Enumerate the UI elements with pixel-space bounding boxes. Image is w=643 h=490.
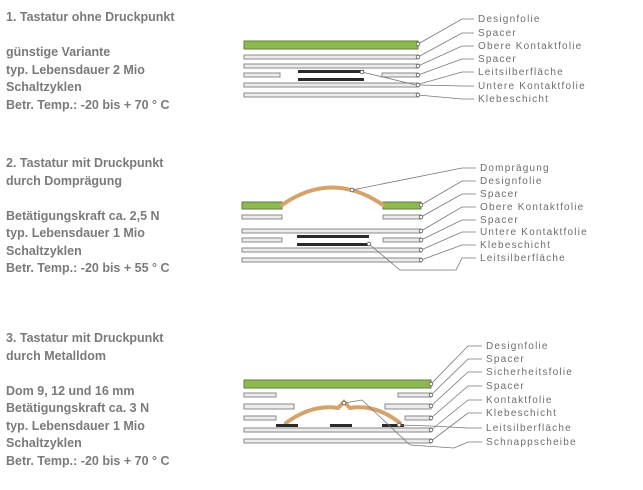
section-2-desc-line: Betätigungskraft ca. 2,5 N [6, 208, 160, 223]
spacer-left-layer [241, 214, 283, 220]
adhesive-layer [243, 438, 432, 444]
safety-foil-left [243, 403, 295, 410]
silver-top [297, 235, 369, 238]
adhesive-layer [243, 92, 419, 98]
upper-contact-foil-layer [241, 228, 422, 234]
spacer-layer [243, 54, 419, 60]
label-klebeschicht: Klebeschicht [480, 240, 551, 251]
label-schnappscheibe: Schnappscheibe [486, 437, 577, 448]
label-obere-kontaktfolie: Obere Kontaktfolie [480, 202, 584, 213]
section-3-desc-line: Betätigungskraft ca. 3 N [6, 401, 150, 415]
section-1-desc-line: Schaltzyklen [6, 80, 82, 94]
upper-contact-foil-layer [243, 63, 419, 69]
silver-bottom [298, 78, 364, 81]
silver-left [276, 424, 298, 427]
label-sicherheitsfolie: Sicherheitsfolie [486, 367, 573, 378]
label-spacer: Spacer [478, 54, 517, 65]
spacer-left-layer [243, 72, 281, 78]
contact-foil-layer [243, 427, 432, 433]
section-3-title: 3. Tastatur mit Druckpunkt [6, 331, 164, 345]
label-dompraegung: Domprägung [480, 163, 550, 174]
safety-foil-right [384, 403, 432, 410]
section-3-desc-line: typ. Lebensdauer 1 Mio [6, 418, 145, 433]
design-foil-layer [243, 40, 419, 50]
section-2-desc-line: Betr. Temp.: -20 bis + 55 ° C [6, 261, 170, 275]
silver-right [382, 424, 404, 427]
section-1-desc-line: typ. Lebensdauer 2 Mio [6, 62, 145, 77]
label-spacer: Spacer [480, 215, 519, 226]
spacer-left-2-layer [241, 237, 283, 243]
label-untere-kontaktfolie: Untere Kontaktfolie [478, 81, 586, 92]
diagram-1: Designfolie Spacer Obere Kontaktfolie Sp… [243, 14, 586, 105]
section-1-desc-line: günstige Variante [6, 45, 111, 59]
label-leitsilberflaeche: Leitsilberfläche [478, 67, 564, 78]
diagram-2: Domprägung Designfolie Spacer Obere Kont… [241, 163, 588, 271]
dome-embossing [280, 185, 385, 207]
label-leitsilberflaeche: Leitsilberfläche [486, 423, 572, 434]
section-3-title: durch Metalldom [6, 348, 107, 363]
label-designfolie: Designfolie [486, 341, 549, 352]
label-leitsilberflaeche: Leitsilberfläche [480, 253, 566, 264]
spacer-right-2-layer [404, 415, 432, 421]
section-2-desc-line: Schaltzyklen [6, 243, 82, 258]
spacer-left-2-layer [243, 415, 277, 421]
section-3-text: 3. Tastatur mit Druckpunkt durch Metalld… [6, 330, 170, 470]
spacer-right-layer [397, 392, 432, 398]
label-klebeschicht: Klebeschicht [486, 408, 557, 419]
lower-contact-foil-layer [243, 82, 419, 88]
label-spacer: Spacer [486, 354, 525, 365]
label-untere-kontaktfolie: Untere Kontaktfolie [480, 227, 588, 238]
silver-center [330, 424, 352, 427]
silver-bottom [297, 243, 369, 246]
spacer-left-layer [243, 392, 277, 398]
label-designfolie: Designfolie [480, 176, 543, 187]
label-spacer: Spacer [486, 381, 525, 392]
section-1-title: 1. Tastatur ohne Druckpunkt [6, 10, 175, 24]
section-3-desc-line: Betr. Temp.: -20 bis + 70 ° C [6, 453, 170, 468]
section-2-text: 2. Tastatur mit Druckpunkt durch Dompräg… [6, 155, 170, 278]
section-1-desc-line: Betr. Temp.: -20 bis + 70 ° C [6, 97, 170, 112]
section-2-desc-line: typ. Lebensdauer 1 Mio [6, 226, 145, 240]
label-spacer: Spacer [478, 28, 517, 39]
spacer-right-2-layer [382, 237, 422, 243]
section-1-text: 1. Tastatur ohne Druckpunkt günstige Var… [6, 9, 175, 114]
label-spacer: Spacer [480, 189, 519, 200]
section-2-title: 2. Tastatur mit Druckpunkt [6, 156, 164, 170]
section-2-title: durch Domprägung [6, 173, 122, 188]
adhesive-layer [241, 257, 422, 263]
spacer-right-layer [382, 214, 422, 220]
design-foil-layer [243, 379, 432, 389]
section-3-desc-line: Dom 9, 12 und 16 mm [6, 383, 135, 398]
label-designfolie: Designfolie [478, 14, 541, 25]
design-foil-left [241, 201, 283, 210]
design-foil-right [382, 201, 422, 210]
spacer-right-layer [381, 72, 419, 78]
label-kontaktfolie: Kontaktfolie [486, 395, 553, 406]
section-3-desc-line: Schaltzyklen [6, 436, 82, 450]
silver-top [298, 70, 364, 73]
label-obere-kontaktfolie: Obere Kontaktfolie [478, 41, 582, 52]
diagram-3: Designfolie Spacer Sicherheitsfolie Spac… [243, 341, 577, 449]
lower-contact-foil-layer [241, 247, 422, 253]
label-klebeschicht: Klebeschicht [478, 94, 549, 105]
